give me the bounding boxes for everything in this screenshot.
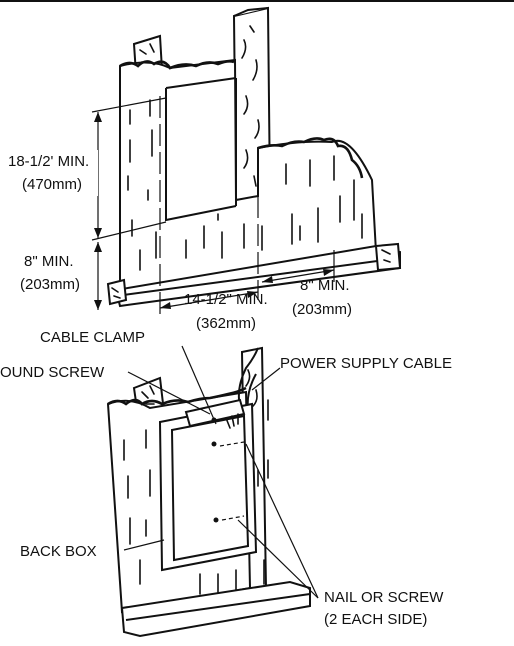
leader-nail-screw: [245, 443, 319, 599]
cable-strands: [225, 413, 239, 429]
power-supply-cable: [237, 347, 259, 409]
arrowhead: [94, 242, 102, 252]
floor-clearance-label: 8" MIN.: [24, 253, 74, 270]
wall-grain: [123, 399, 269, 597]
nail-or-screw-note: (2 EACH SIDE): [324, 611, 427, 628]
dim-line-side-clearance: [261, 269, 335, 283]
label-bg: [8, 150, 98, 196]
floor-clearance-metric-label: (203mm): [20, 276, 80, 293]
arrowhead: [94, 300, 102, 310]
leader-nail-screw: [237, 519, 319, 599]
upper-wall-figure: 18-1/2' MIN. (470mm) 8" MIN. (203mm) 14-…: [8, 6, 402, 332]
floor-plate-edge: [115, 257, 401, 297]
wall-grain: [127, 99, 363, 271]
arrowhead: [94, 228, 102, 238]
cable-clamp-label: CABLE CLAMP: [40, 329, 145, 346]
lower-wall-figure: CABLE CLAMP OUND SCREW POWER SUPPLY CABL…: [0, 329, 452, 638]
label-bg: [20, 252, 96, 294]
ground-screw-label: OUND SCREW: [0, 364, 105, 381]
upper-wall-rough-edge: [119, 60, 235, 70]
plate-grain: [381, 249, 391, 263]
back-box-label: BACK BOX: [20, 543, 97, 560]
right-tall-stud-top: [233, 7, 269, 17]
cable-clamp: [184, 398, 246, 428]
arrowhead: [262, 276, 273, 283]
side-clearance-label: 8" MIN.: [300, 277, 350, 294]
screw-path: [221, 515, 245, 521]
leader-back-box: [123, 539, 165, 551]
stud-grain: [245, 369, 259, 487]
side-clearance-metric-label: (203mm): [292, 301, 352, 318]
nail-or-screw-label: NAIL OR SCREW: [324, 589, 444, 606]
leader-power-cable: [251, 367, 281, 391]
back-box-inner: [170, 414, 250, 562]
extension-line: [91, 97, 167, 113]
extension-line: [91, 221, 167, 241]
arrowhead: [160, 302, 171, 309]
box-height-metric-label: (470mm): [22, 176, 82, 193]
stud-grain: [241, 25, 260, 187]
box-width-label: 14-1/2" MIN.: [184, 291, 268, 308]
right-plate-end: [374, 242, 402, 272]
arrowhead: [94, 112, 102, 122]
leader-cable-clamp: [181, 345, 217, 425]
wall-opening: [165, 77, 237, 222]
arrowhead: [247, 291, 258, 298]
lower-wall-rough-edge: [107, 386, 247, 406]
dim-line-box-width: [159, 291, 259, 309]
upper-wall-rough-edge-right: [257, 137, 364, 179]
arrowhead: [323, 269, 334, 276]
leader-ground-screw: [127, 371, 211, 415]
screw-hole: [211, 441, 217, 447]
box-width-metric-label: (362mm): [196, 315, 256, 332]
lower-floor-plate: [120, 580, 311, 638]
floor-plate-edge: [125, 593, 311, 621]
screw-hole: [213, 517, 219, 523]
power-supply-cable-label: POWER SUPPLY CABLE: [280, 355, 452, 372]
box-height-label: 18-1/2' MIN.: [8, 153, 89, 170]
plate-grain: [111, 287, 121, 299]
stud-grain: [141, 385, 155, 405]
